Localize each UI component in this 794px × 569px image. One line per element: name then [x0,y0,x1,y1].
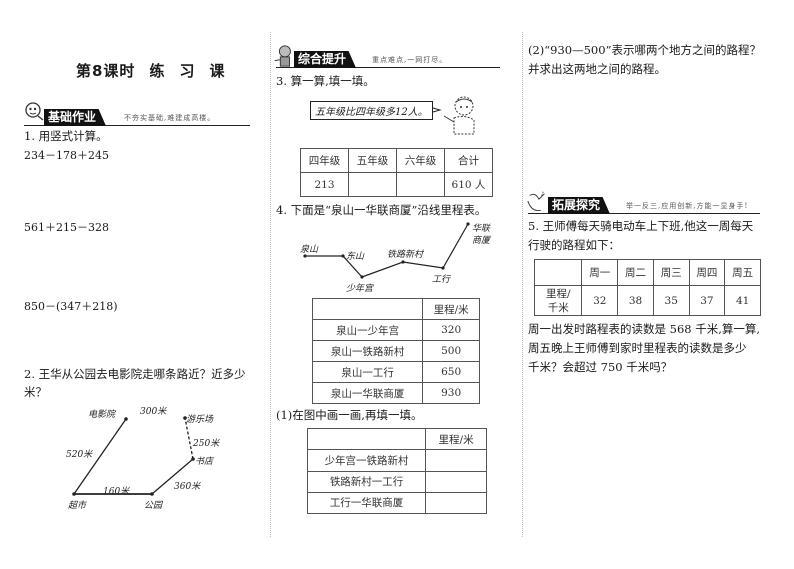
svg-text:♪: ♪ [541,191,545,198]
cartoon-mascot-icon: ♪ [527,191,545,212]
route-label-hualian-2: 商厦 [472,236,491,246]
table-cell: 610 人 [444,172,493,197]
section-badge: 拓展探究 [548,197,611,214]
table-header: 里程/米 [422,298,480,320]
segment-mileage-table: 里程/米 少年宫一铁路新村 铁路新村一工行 工行一华联商厦 [306,427,487,515]
table-header: 周一 [581,259,619,286]
route-label-dongshan: 东山 [346,252,365,262]
table-header: 周三 [652,259,690,286]
weekly-distance-table: 周一 周二 周三 周四 周五 里程/千米 32 38 35 37 41 [533,259,761,316]
section-slogan: 重点难点,一网打尽。 [372,56,448,64]
table-cell: 930 [422,382,480,404]
route-label-gonghang: 工行 [432,275,451,285]
table-cell: 35 [652,285,690,316]
question-4-prompt: 4. 下面是“泉山一华联商厦”沿线里程表。 [276,203,487,217]
divider [24,125,250,126]
question-4-sub2-line2: 并求出这两地之间的路程。 [528,62,666,76]
section-badge: 综合提升 [294,51,357,68]
table-cell: 泉山一华联商厦 [311,382,424,404]
expression-2: 561＋215－328 [24,221,109,234]
map-label-supermarket: 超市 [68,501,87,511]
table-cell: 650 [422,361,480,383]
map-distance-supermarket-park: 160米 [103,487,130,497]
table-cell: 泉山一少年宫 [311,319,424,341]
table-cell: 213 [300,172,349,197]
question-5-text-line3: 千米？会超过 750 千米吗？ [528,360,673,374]
table-cell: 32 [581,285,619,316]
question-2-prompt-line2: 米？ [24,385,47,399]
map-distance-supermarket-cinema: 520米 [66,450,93,460]
mileage-table: 里程/米 泉山一少年宫 320 泉山一铁路新村 500 泉山一工行 650 泉山… [311,298,480,404]
map-distance-park-bookstore: 360米 [174,482,201,492]
table-header: 五年级 [348,148,397,173]
table-header: 里程/米 [425,427,487,451]
expression-3: 850－(347＋218) [24,300,118,313]
speech-bubble: 五年级比四年级多12人。 [310,101,433,120]
table-cell: 41 [724,285,761,316]
table-cell: 泉山一工行 [311,361,424,383]
lesson-number: 第8课时 [76,62,136,80]
answer-blank[interactable] [425,491,487,515]
map-label-playground: 游乐场 [186,415,214,425]
map-label-bookstore: 书店 [195,457,214,467]
section-slogan: 不夯实基础,难建成高楼。 [124,114,216,122]
question-5-text-line2: 周五晚上王师傅到家时里程表的读数是多少 [528,341,747,355]
page-title: 第8课时练习课 [76,62,226,80]
question-3-prompt: 3. 算一算,填一填。 [276,74,375,88]
question-2-prompt-line1: 2. 王华从公园去电影院走哪条路近？近多少 [24,367,246,381]
map-distance-cinema-top: 300米 [140,407,167,417]
divider [276,67,500,68]
table-cell: 500 [422,340,480,362]
cartoon-mascot-icon [25,102,44,121]
question-5-prompt-line2: 行驶的路程如下： [528,238,620,252]
route-label-hualian-1: 华联 [472,224,491,234]
route-label-tielu: 铁路新村 [387,250,424,260]
table-header: 周五 [724,259,761,286]
column-divider-left [270,32,271,537]
answer-blank[interactable] [425,470,487,493]
divider [528,213,760,214]
route-label-quanshan: 泉山 [300,245,319,255]
table-cell: 37 [688,285,726,316]
table-cell: 38 [617,285,654,316]
table-header: 周二 [617,259,654,286]
table-cell: 工行一华联商厦 [306,491,427,515]
cartoon-boy-icon [432,96,475,135]
expression-1: 234－178＋245 [24,149,109,162]
map-label-cinema: 电影院 [88,410,116,420]
section-header-basic: 基础作业 不夯实基础,难建成高楼。 [24,102,250,126]
table-header: 周四 [688,259,726,286]
table-cell: 铁路新村一工行 [306,470,427,493]
table-cell: 320 [422,319,480,341]
row-label: 里程/千米 [533,285,583,316]
table-cell: 泉山一铁路新村 [311,340,424,362]
map-label-park: 公园 [144,501,163,511]
route-map-diagram [72,416,195,496]
question-5-prompt-line1: 5. 王师傅每天骑电动车上下班,他这一周每天 [528,219,754,233]
table-header: 六年级 [396,148,445,173]
route-label-shaoniangong: 少年宫 [346,284,374,294]
section-badge: 基础作业 [44,109,107,126]
table-header: 四年级 [300,148,349,173]
map-distance-playground-bookstore: 250米 [193,439,220,449]
question-5-text-line1: 周一出发时路程表的读数是 568 千米,算一算, [528,322,761,336]
column-divider-right [522,32,523,537]
question-1-prompt: 1. 用竖式计算。 [24,129,108,143]
cartoon-mascot-icon [274,45,291,67]
section-slogan: 举一反三,应用创新,方能一显身手! [626,202,749,210]
table-cell: 少年宫一铁路新村 [306,449,427,472]
grade-table: 四年级 五年级 六年级 合计 213 610 人 [300,148,493,197]
question-4-sub2-line1: (2)“930—500”表示哪两个地方之间的路程？ [528,43,761,57]
answer-blank[interactable] [425,449,487,472]
question-4-sub1: (1)在图中画一画,再填一填。 [276,408,423,422]
section-header-extension: ♪ 拓展探究 举一反三,应用创新,方能一显身手! [527,191,760,214]
section-header-comprehensive: 综合提升 重点难点,一网打尽。 [274,45,500,68]
answer-blank[interactable] [396,172,445,197]
